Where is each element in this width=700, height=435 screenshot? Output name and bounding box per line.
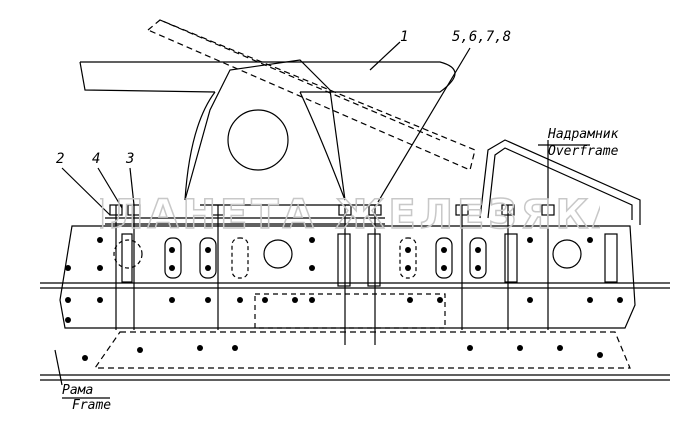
watermark: ПЛАНЕТА ЖЕЛЕЗЯКА xyxy=(72,190,624,240)
bolt-holes xyxy=(65,237,623,361)
overframe-label-en: Overframe xyxy=(548,144,619,159)
callout-5678: 5,6,7,8 xyxy=(452,29,512,45)
frame-rail xyxy=(40,282,670,381)
callout-4: 4 xyxy=(92,151,101,167)
inner-panel-dashed xyxy=(254,293,446,329)
callout-3: 3 xyxy=(126,151,135,167)
callout-1: 1 xyxy=(400,29,409,45)
overframe-bracket xyxy=(479,139,641,225)
overframe-plate xyxy=(59,225,636,329)
overframe-label-ru: Надрамник xyxy=(548,127,619,142)
clamp-slots xyxy=(121,233,618,287)
callout-2: 2 xyxy=(56,151,65,167)
round-cutouts xyxy=(113,239,582,269)
saddle xyxy=(79,19,476,206)
leader-lines xyxy=(54,41,590,399)
watermark-text: ПЛАНЕТА ЖЕЛЕЗЯКА xyxy=(100,192,600,238)
frame-label-ru: Рама xyxy=(62,383,94,398)
frame-plate-dashed xyxy=(93,331,631,369)
frame-label-en: Frame xyxy=(72,398,112,413)
bolt-rods xyxy=(115,205,549,345)
